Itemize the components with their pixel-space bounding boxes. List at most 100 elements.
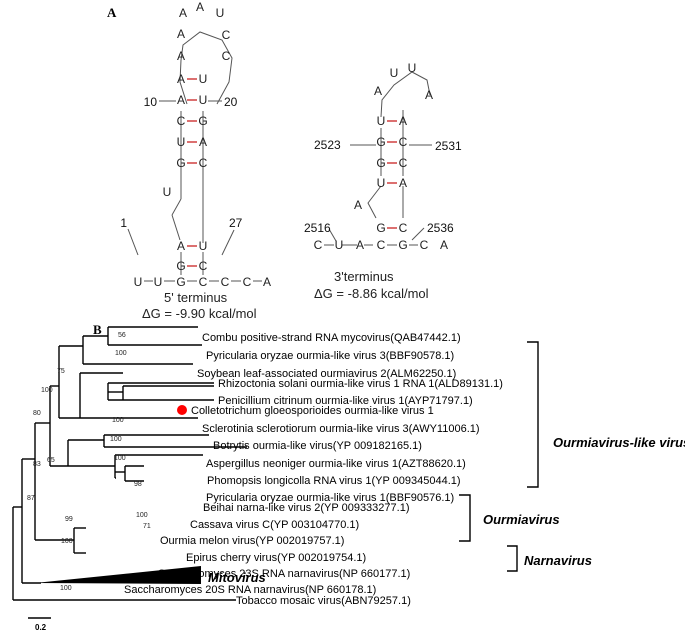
taxon-label: Botrytis ourmia-like virus(YP 009182165.…: [213, 440, 422, 452]
svg-text:A: A: [399, 114, 407, 128]
taxon-label: Beihai narna-like virus 2(YP 009333277.1…: [203, 502, 409, 514]
svg-text:C: C: [221, 275, 230, 289]
pos-label-10: 10: [144, 95, 158, 109]
svg-text:A: A: [440, 238, 448, 252]
svg-text:G: G: [176, 275, 185, 289]
taxon-label: Pyricularia oryzae ourmia-like virus 1(B…: [206, 492, 454, 504]
pos-label-2516: 2516: [304, 221, 331, 235]
svg-text:U: U: [163, 185, 172, 199]
svg-text:G: G: [398, 238, 407, 252]
svg-text:C: C: [177, 114, 186, 128]
five-prime-nucleotides: A A U A C A C A U A U C G U A G C U A U …: [134, 0, 271, 289]
svg-text:A: A: [179, 6, 187, 20]
tree-branches: [12, 326, 236, 601]
mitovirus-collapsed-clade: [35, 566, 201, 584]
svg-text:U: U: [216, 6, 225, 20]
three-prime-nucleotides: U U A A U A G C G C U A A G C C U A C G …: [314, 61, 448, 252]
tree-tip-branches: [80, 326, 247, 482]
svg-text:A: A: [425, 88, 433, 102]
taxon-label: Saccharomyces 23S RNA narnavirus(NP 6601…: [158, 568, 410, 580]
taxon-label: Penicillium citrinum ourmia-like virus 1…: [218, 395, 473, 407]
scale-label: 0.2: [35, 623, 47, 632]
pos-label-2523: 2523: [314, 138, 341, 152]
five-prime-pairs: [187, 78, 197, 267]
bootstrap-value: 100: [114, 455, 126, 462]
clade-label-narnavirus: Narnavirus: [524, 553, 592, 568]
taxon-label: Aspergillus neoniger ourmia-like virus 1…: [206, 458, 466, 470]
taxon-label: Rhizoctonia solani ourmia-like virus 1 R…: [218, 378, 503, 390]
taxon-label: Combu positive-strand RNA mycovirus(QAB4…: [202, 332, 461, 344]
pos-label-2536: 2536: [427, 221, 454, 235]
svg-text:U: U: [408, 61, 417, 75]
pos-label-27: 27: [229, 216, 243, 230]
bootstrap-value: 65: [47, 457, 55, 464]
three-prime-pairs: [387, 120, 397, 229]
svg-text:C: C: [199, 156, 208, 170]
panel-b-label: B: [93, 322, 102, 337]
bootstrap-value: 56: [118, 332, 126, 339]
bootstrap-value: 100: [112, 417, 124, 424]
svg-text:A: A: [177, 49, 185, 63]
five-prime-dg: ΔG = -9.90 kcal/mol: [142, 306, 257, 321]
bootstrap-value: 87: [27, 495, 35, 502]
svg-text:U: U: [199, 93, 208, 107]
bootstrap-value: 98: [134, 481, 142, 488]
taxon-label: Pyricularia oryzae ourmia-like virus 3(B…: [206, 350, 454, 362]
five-prime-caption: 5' terminus: [164, 290, 228, 305]
svg-text:U: U: [390, 66, 399, 80]
bootstrap-value: 75: [57, 368, 65, 375]
taxon-label: Saccharomyces 20S RNA narnavirus(NP 6601…: [124, 584, 376, 596]
svg-text:C: C: [243, 275, 252, 289]
bootstrap-value: 100: [61, 538, 73, 545]
pos-label-1: 1: [120, 216, 127, 230]
svg-text:G: G: [376, 221, 385, 235]
highlight-marker: [177, 405, 187, 415]
taxon-label: Sclerotinia sclerotiorum ourmia-like vir…: [202, 423, 480, 435]
svg-text:G: G: [376, 156, 385, 170]
svg-text:A: A: [374, 84, 382, 98]
svg-text:A: A: [177, 72, 185, 86]
svg-text:U: U: [199, 239, 208, 253]
bootstrap-value: 100: [110, 436, 122, 443]
taxon-label: Tobacco mosaic virus(ABN79257.1): [236, 595, 411, 607]
svg-text:A: A: [354, 198, 362, 212]
svg-text:G: G: [176, 156, 185, 170]
mitovirus-label: Mitovirus: [208, 570, 266, 585]
three-prime-caption: 3'terminus: [334, 269, 394, 284]
three-prime-dg: ΔG = -8.86 kcal/mol: [314, 286, 429, 301]
svg-text:A: A: [177, 27, 185, 41]
taxon-label: Cassava virus C(YP 003104770.1): [190, 519, 359, 531]
tree-tip-labels: Combu positive-strand RNA mycovirus(QAB4…: [124, 332, 503, 607]
panel-a-label: A: [107, 5, 117, 20]
three-prime-structure: [324, 71, 432, 246]
bootstrap-value: 100: [60, 585, 72, 592]
svg-text:U: U: [199, 72, 208, 86]
pos-label-2531: 2531: [435, 139, 462, 153]
bootstrap-value: 100: [41, 387, 53, 394]
bootstrap-value: 100: [115, 350, 127, 357]
taxon-label: Ourmia melon virus(YP 002019757.1): [160, 535, 344, 547]
svg-text:A: A: [177, 93, 185, 107]
svg-text:C: C: [377, 238, 386, 252]
pos-label-20: 20: [224, 95, 238, 109]
svg-text:A: A: [356, 238, 364, 252]
taxon-label: Epirus cherry virus(YP 002019754.1): [186, 552, 366, 564]
clade-brackets: [459, 341, 539, 572]
bootstrap-value: 71: [143, 523, 151, 530]
svg-text:U: U: [335, 238, 344, 252]
svg-text:A: A: [199, 135, 207, 149]
svg-text:U: U: [154, 275, 163, 289]
svg-text:A: A: [399, 176, 407, 190]
svg-text:U: U: [177, 135, 186, 149]
svg-text:G: G: [198, 114, 207, 128]
svg-text:A: A: [196, 0, 204, 14]
svg-text:C: C: [199, 259, 208, 273]
svg-text:A: A: [263, 275, 271, 289]
svg-text:U: U: [134, 275, 143, 289]
svg-text:C: C: [222, 49, 231, 63]
clade-label-ourmiavirus: Ourmiavirus: [483, 512, 560, 527]
taxon-label: Phomopsis longicolla RNA virus 1(YP 0093…: [207, 475, 461, 487]
bootstrap-value: 100: [136, 512, 148, 519]
